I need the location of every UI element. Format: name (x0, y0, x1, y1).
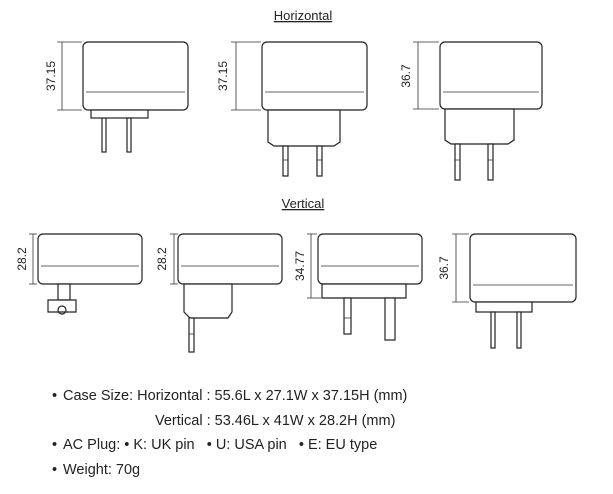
bullet: • (124, 437, 130, 453)
vertical-title: Vertical (282, 196, 325, 211)
horizontal-eu-side-adapter (439, 41, 543, 181)
dimension-line-v1 (29, 233, 37, 285)
bullet: • (52, 388, 58, 404)
horizontal-usa-adapter (82, 41, 189, 153)
spec-list: • Case Size: Horizontal : 55.6L x 27.1W x… (52, 384, 572, 482)
dim-v4: 36.7 (437, 256, 451, 280)
dimension-line-v3 (307, 233, 321, 299)
spec-case-size-vertical: Vertical : 53.46L x 41W x 28.2H (mm) (52, 409, 572, 434)
bullet: • (298, 437, 304, 453)
bullet: • (206, 437, 212, 453)
dimension-line-v2 (170, 233, 178, 285)
spec-case-size: • Case Size: Horizontal : 55.6L x 27.1W x… (52, 384, 572, 409)
dim-v3: 34.77 (293, 251, 307, 281)
spec-ac-plug: •AC Plug: • K: UK pin • U: USA pin • E: … (52, 433, 572, 458)
dimension-line-h1 (57, 41, 82, 111)
horizontal-title: Horizontal (274, 8, 333, 23)
dim-v1: 28.2 (15, 247, 29, 271)
dim-h2: 37.15 (216, 61, 230, 91)
weight: Weight: 70g (63, 461, 141, 478)
vertical-usa-adapter (37, 233, 143, 315)
dim-v2: 28.2 (155, 247, 169, 271)
case-size-horizontal: Horizontal : 55.6L x 27.1W x 37.15H (mm) (137, 388, 408, 404)
vertical-uk-adapter (317, 233, 423, 341)
dim-h1: 37.15 (44, 61, 58, 91)
ac-plug-label: AC Plug: (63, 437, 121, 453)
dim-h3: 36.7 (399, 64, 413, 88)
adapter-drawing: Horizontal Vertical 37.15 37.15 (15, 8, 577, 353)
plug-u: U: USA pin (215, 437, 287, 453)
bullet: • (52, 461, 58, 478)
case-size-vertical: Vertical : 53.46L x 41W x 28.2H (mm) (155, 412, 396, 429)
plug-e: E: EU type (307, 437, 378, 453)
vertical-eu-adapter (177, 233, 283, 353)
vertical-usa-tall-adapter (469, 233, 577, 349)
dimension-line-h3 (413, 41, 439, 110)
dimension-line-v4 (452, 233, 469, 303)
dimension-line-h2 (231, 41, 261, 111)
plug-k: K: UK pin (133, 437, 195, 453)
horizontal-eu-adapter (261, 41, 368, 177)
bullet: • (52, 437, 58, 453)
spec-weight: • Weight: 70g (52, 458, 572, 483)
case-size-label: Case Size: (63, 388, 134, 404)
